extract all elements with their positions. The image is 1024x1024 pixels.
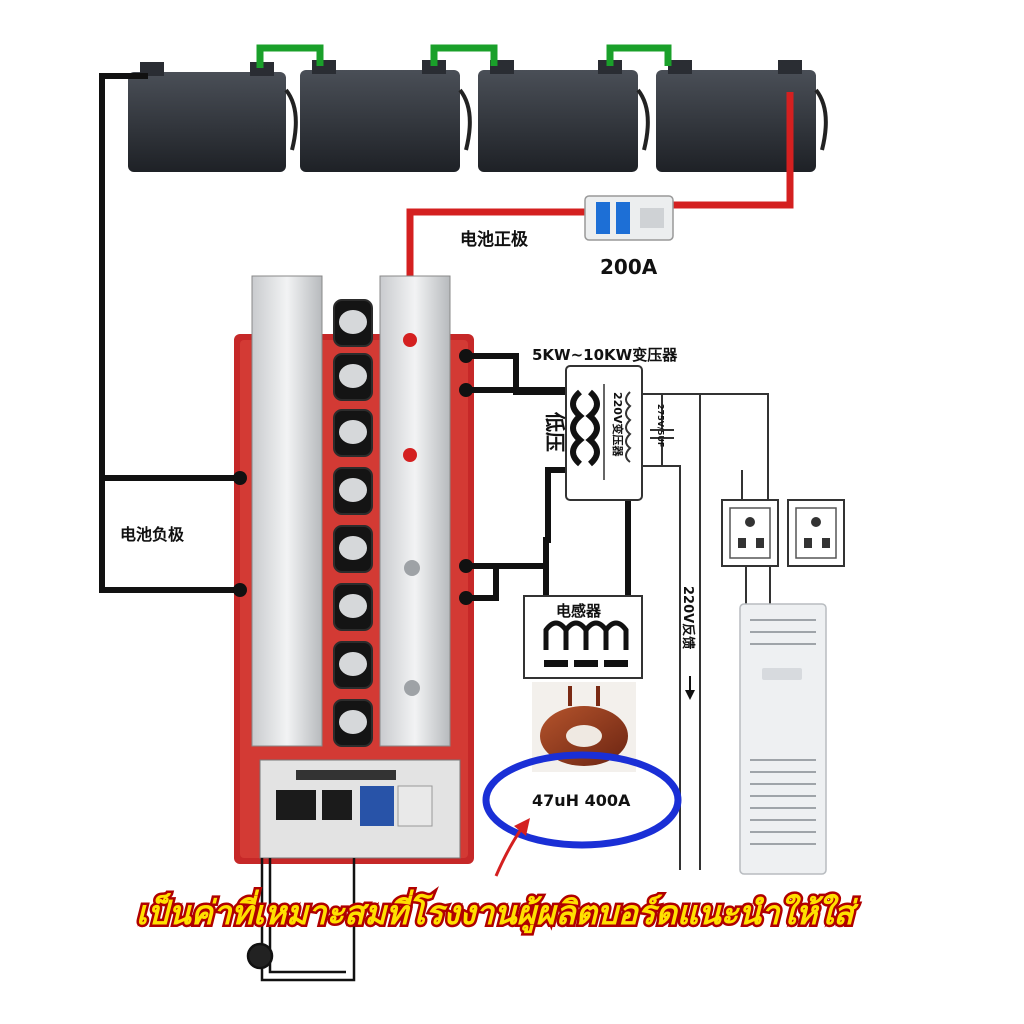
socket-icon [787,499,845,567]
label-feedback-220v: 220V反馈 [680,586,696,649]
caption-text: เป็นค่าที่เหมาะสมที่โรงงานผู้ผลิตบอร์ดแน… [136,889,859,934]
control-wires [246,858,356,982]
battery-icon [300,60,472,172]
pointer-arrow-icon [494,818,530,877]
label-breaker-rating: 200A [600,255,658,279]
socket-icon [721,499,779,567]
output-wires [466,353,631,656]
label-transformer-220v: 220V变压器 [611,392,625,457]
label-transformer-title: 5KW~10KW变压器 [532,346,678,364]
breaker-icon [584,195,674,241]
label-capacitor-rating: 275V/5UF [656,404,665,447]
inductor-icon [523,595,643,679]
air-conditioner-icon [739,603,827,875]
arrow-icon [685,676,695,700]
battery-icon [478,60,650,172]
label-battery-positive: 电池正极 [460,229,528,250]
highlight-ellipse [482,751,682,849]
transformer-icon [565,365,643,501]
series-links [256,44,672,68]
inverter-board [233,275,474,864]
battery-icon [656,60,828,172]
label-battery-negative: 电池负极 [120,525,185,544]
ac-output-lines [642,393,771,870]
negative-wire [99,73,240,593]
battery-icon [128,62,298,172]
label-inductor: 电感器 [556,602,602,620]
label-low-voltage: 低压 [543,411,567,452]
label-inductor-value: 47uH 400A [532,791,631,810]
